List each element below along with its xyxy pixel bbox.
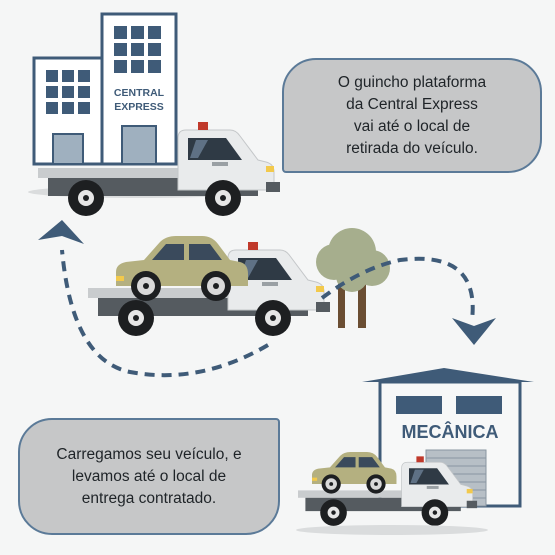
cycle-arrow-icon bbox=[38, 220, 496, 345]
speech-bubble-top: O guincho plataforma da Central Express … bbox=[282, 58, 542, 173]
bubble-top-line: O guincho plataforma bbox=[337, 73, 487, 91]
workshop-sign: MECÂNICA bbox=[402, 421, 499, 442]
bubble-top-line: da Central Express bbox=[346, 95, 478, 113]
bubble-top-line: vai até o local de bbox=[353, 117, 471, 135]
building-sign-line2: EXPRESS bbox=[114, 101, 164, 113]
speech-bubble-bottom: Carregamos seu veículo, e levamos até o … bbox=[18, 418, 280, 535]
cycle-arrow-icon bbox=[60, 249, 475, 378]
bubble-bottom-line: levamos até o local de bbox=[71, 467, 227, 485]
bubble-bottom-line: Carregamos seu veículo, e bbox=[56, 445, 242, 463]
building-sign-line1: CENTRAL bbox=[114, 87, 165, 99]
bubble-bottom-line: entrega contratado. bbox=[81, 489, 217, 507]
ground-shadow bbox=[296, 525, 488, 535]
bubble-top-line: retirada do veículo. bbox=[346, 139, 478, 157]
office-building-icon: CENTRAL EXPRESS bbox=[32, 12, 178, 166]
